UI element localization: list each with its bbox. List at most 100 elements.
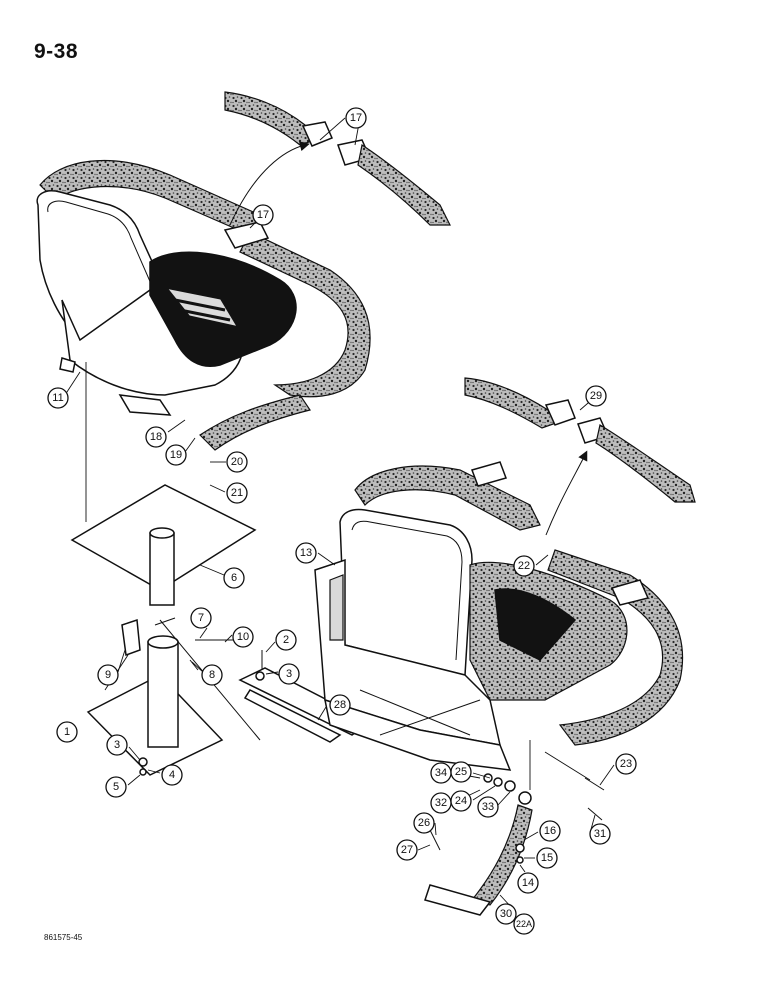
svg-text:23: 23 xyxy=(620,758,632,770)
callout-27: 27 xyxy=(396,839,418,861)
callout-21: 21 xyxy=(226,482,248,504)
callout-17-top: 17 xyxy=(345,107,367,129)
upper-seat-assembly xyxy=(36,159,371,451)
callout-24: 24 xyxy=(450,790,472,812)
svg-text:22: 22 xyxy=(518,560,530,572)
callouts: 17 17 11 18 19 20 21 6 7 10 2 3 9 8 1 28… xyxy=(47,107,637,935)
pedestal-tube-upper xyxy=(149,532,175,606)
svg-text:3: 3 xyxy=(114,739,120,751)
upper-detail-arrow xyxy=(229,141,310,226)
bracket-part-9 xyxy=(121,618,141,657)
callout-22: 22 xyxy=(513,555,535,577)
suspension-seat-assembly xyxy=(314,461,684,916)
callout-34: 34 xyxy=(430,762,452,784)
svg-text:9: 9 xyxy=(105,669,111,681)
svg-text:31: 31 xyxy=(594,828,606,840)
callout-11: 11 xyxy=(47,387,69,409)
callout-14: 14 xyxy=(517,872,539,894)
callout-15: 15 xyxy=(536,847,558,869)
callout-22A: 22A xyxy=(513,913,535,935)
upper-belt-detail-left xyxy=(224,91,316,146)
svg-text:28: 28 xyxy=(334,699,346,711)
lower-belt-detail-buckle-left xyxy=(544,399,576,426)
callout-17-mid: 17 xyxy=(252,204,274,226)
reference-code: 861575-45 xyxy=(44,933,83,942)
svg-text:24: 24 xyxy=(455,795,467,807)
svg-text:21: 21 xyxy=(231,487,243,499)
svg-text:13: 13 xyxy=(300,547,312,559)
svg-text:2: 2 xyxy=(283,634,289,646)
callout-29: 29 xyxy=(585,385,607,407)
callout-16: 16 xyxy=(539,820,561,842)
callout-13: 13 xyxy=(295,542,317,564)
pedestal-post xyxy=(147,641,179,748)
callout-32: 32 xyxy=(430,792,452,814)
callout-4: 4 xyxy=(161,764,183,786)
svg-text:14: 14 xyxy=(522,877,534,889)
svg-text:6: 6 xyxy=(231,572,237,584)
callout-18: 18 xyxy=(145,426,167,448)
upper-mounting-plate xyxy=(70,362,257,606)
svg-text:33: 33 xyxy=(482,801,494,813)
callout-8: 8 xyxy=(201,664,223,686)
svg-text:20: 20 xyxy=(231,456,243,468)
upper-seat-belt-right-strap xyxy=(239,231,371,398)
lower-anchor-strap-part-30 xyxy=(470,804,533,906)
suspension-seat-belt-right-strap xyxy=(547,549,684,746)
callout-26: 26 xyxy=(413,812,435,834)
svg-text:4: 4 xyxy=(169,769,175,781)
callout-33: 33 xyxy=(477,796,499,818)
upper-belt-detail-buckle-left xyxy=(301,121,333,147)
suspension-seat-buckle xyxy=(471,461,507,487)
svg-text:32: 32 xyxy=(435,797,447,809)
callout-1: 1 xyxy=(56,721,78,743)
svg-text:1: 1 xyxy=(64,726,70,738)
callout-2: 2 xyxy=(275,629,297,651)
suspension-seat-belt-top xyxy=(354,465,541,531)
upper-seat-buckle xyxy=(223,221,270,249)
callout-6: 6 xyxy=(223,567,245,589)
svg-text:27: 27 xyxy=(401,844,413,856)
svg-text:17: 17 xyxy=(350,112,362,124)
svg-text:25: 25 xyxy=(455,766,467,778)
callout-5: 5 xyxy=(105,776,127,798)
svg-text:11: 11 xyxy=(52,392,63,404)
callout-7: 7 xyxy=(190,607,212,629)
callout-25: 25 xyxy=(450,761,472,783)
callout-30: 30 xyxy=(495,903,517,925)
svg-text:26: 26 xyxy=(418,817,430,829)
upper-belt-detail-right xyxy=(357,144,451,226)
svg-text:3: 3 xyxy=(286,668,292,680)
svg-text:5: 5 xyxy=(113,781,119,793)
page-number: 9-38 xyxy=(34,40,79,63)
callout-28: 28 xyxy=(329,694,351,716)
svg-text:8: 8 xyxy=(209,669,215,681)
svg-text:16: 16 xyxy=(544,825,556,837)
callout-10: 10 xyxy=(232,626,254,648)
svg-text:7: 7 xyxy=(198,612,204,624)
callout-19: 19 xyxy=(165,444,187,466)
callout-9: 9 xyxy=(97,664,119,686)
lower-belt-detail xyxy=(464,377,696,536)
svg-text:10: 10 xyxy=(237,631,249,643)
upper-seat-belt-lower-strap xyxy=(199,394,311,451)
callout-31: 31 xyxy=(589,823,611,845)
svg-text:18: 18 xyxy=(150,431,162,443)
suspension-seat-backrest xyxy=(339,508,473,676)
svg-text:19: 19 xyxy=(170,449,182,461)
callout-3-upper: 3 xyxy=(278,663,300,685)
svg-text:34: 34 xyxy=(435,767,447,779)
svg-text:17: 17 xyxy=(257,209,269,221)
callout-3-lower: 3 xyxy=(106,734,128,756)
callout-23: 23 xyxy=(615,753,637,775)
upper-seat-mount-bracket xyxy=(118,394,172,416)
lower-belt-detail-left xyxy=(464,377,557,429)
svg-text:15: 15 xyxy=(541,852,553,864)
upper-belt-detail xyxy=(224,91,451,226)
lower-detail-arrow xyxy=(545,450,588,536)
callout-20: 20 xyxy=(226,451,248,473)
svg-text:30: 30 xyxy=(500,908,512,920)
lower-belt-detail-right xyxy=(595,424,696,503)
